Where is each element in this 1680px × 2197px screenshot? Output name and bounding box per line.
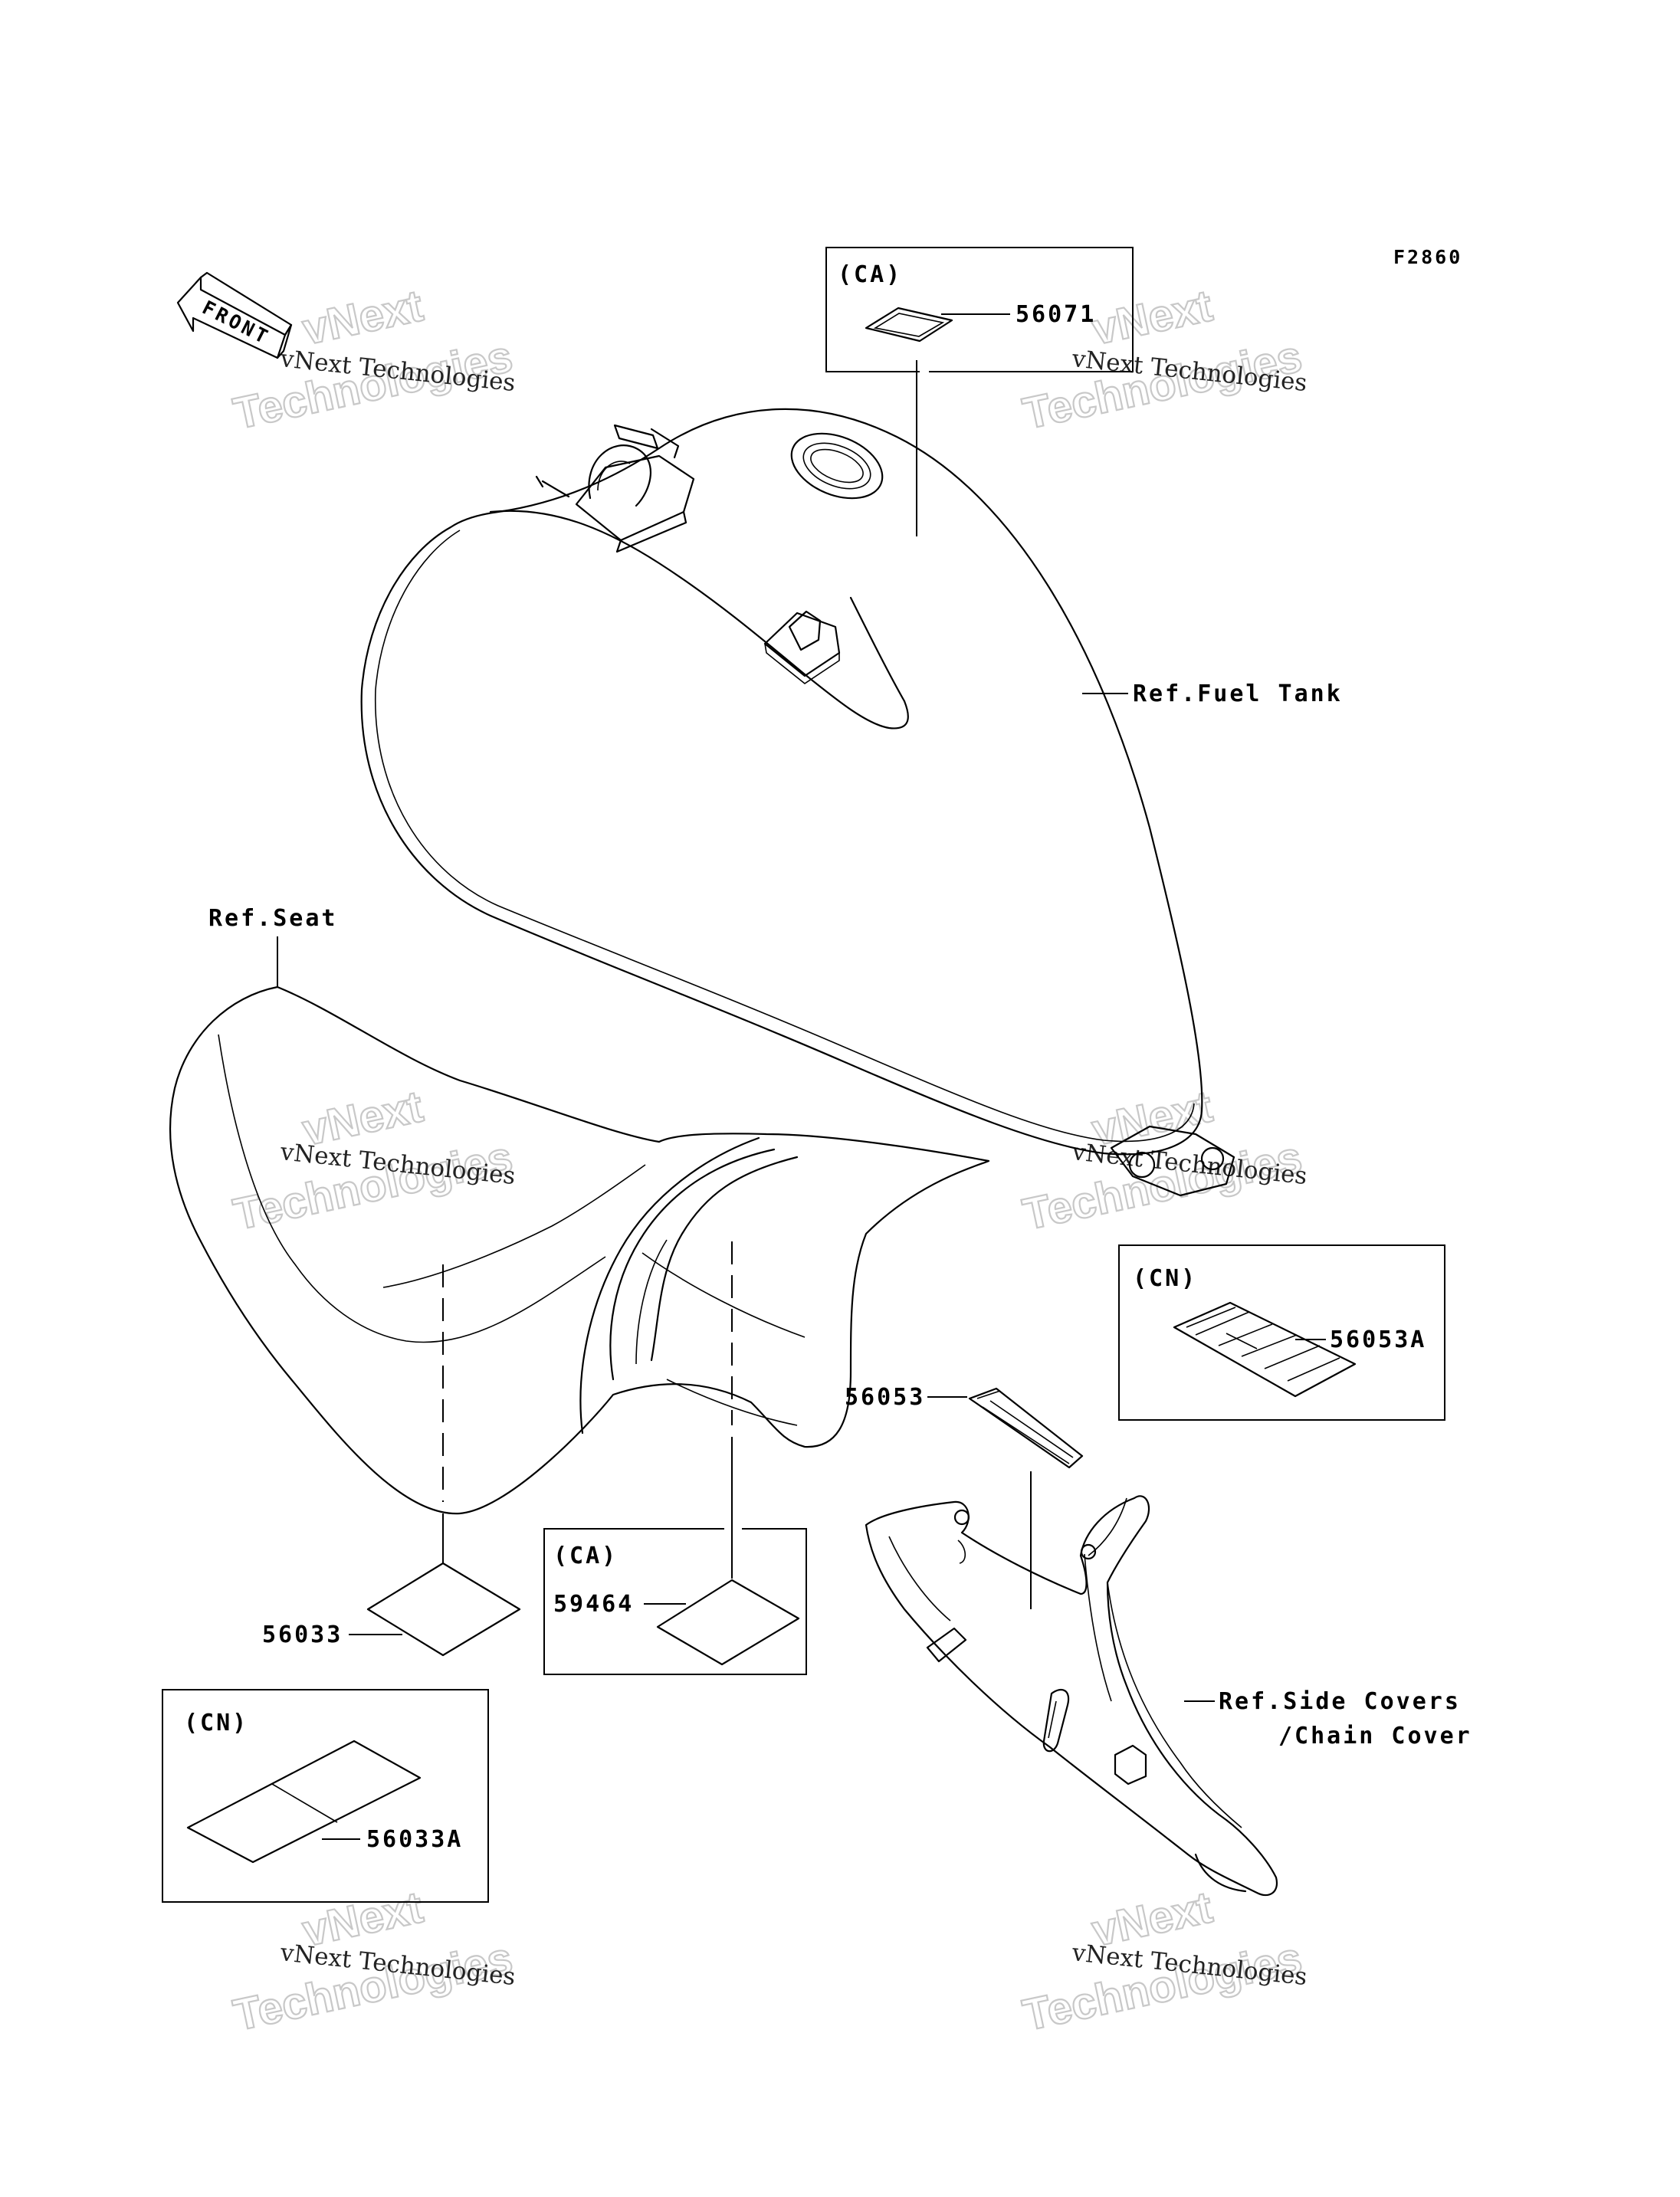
part-number-56053: 56053 [845,1384,925,1411]
ref-chain-cover-label: /Chain Cover [1278,1723,1472,1749]
ref-seat-label: Ref.Seat [208,905,338,932]
watermark-mid-right: vNext Technologies vNext Technologies [1018,1080,1308,1241]
box-tag: (CA) [553,1543,618,1569]
tank-bracket-icon [1110,1125,1235,1197]
watermark-top-left: vNext Technologies vNext Technologies [228,280,517,440]
tank-mount-icon [763,610,841,684]
svg-text:vNext: vNext [298,280,427,354]
front-arrow-icon: FRONT [176,271,293,359]
fuel-cock-icon [535,424,695,553]
decal-56033: 56033 [262,1513,521,1657]
callout-box-ca-59464: (CA) 59464 [543,1437,807,1675]
box-tag: (CN) [184,1710,248,1736]
seat: Ref.Seat [169,905,990,1515]
watermark-mid-left: vNext Technologies vNext Technologies [228,1080,517,1241]
watermark-bottom-left: vNext Technologies vNext Technologies [228,1881,517,2041]
part-number-56033: 56033 [262,1622,343,1648]
fuel-tank: Ref.Fuel Tank [360,408,1343,1197]
decal-56053: 56053 [845,1384,1084,1609]
box-tag: (CA) [838,261,902,288]
decal-56033A [186,1740,422,1864]
decal-56071 [865,307,953,343]
part-number: 56033A [366,1826,463,1853]
side-cover: Ref.Side Covers /Chain Cover [865,1495,1472,1897]
callout-box-ca-56071: (CA) 56071 [825,247,1134,536]
figure-code: F2860 [1393,246,1462,268]
ref-fuel-tank-label: Ref.Fuel Tank [1133,680,1343,707]
filler-cap-icon [790,432,884,500]
callout-box-cn-56053A: (CN) 56053A [1118,1244,1445,1421]
part-number: 56071 [1016,301,1096,328]
svg-text:vNext: vNext [1088,280,1216,354]
part-number: 56053A [1330,1326,1426,1353]
ref-side-covers-label: Ref.Side Covers [1219,1688,1461,1715]
decal-56053A [1173,1301,1357,1398]
callout-box-cn-56033A: (CN) 56033A [162,1689,489,1903]
watermark-bottom-right: vNext Technologies vNext Technologies [1018,1881,1308,2041]
box-tag: (CN) [1133,1265,1197,1292]
part-number: 59464 [553,1591,634,1618]
decal-59464 [656,1579,800,1666]
